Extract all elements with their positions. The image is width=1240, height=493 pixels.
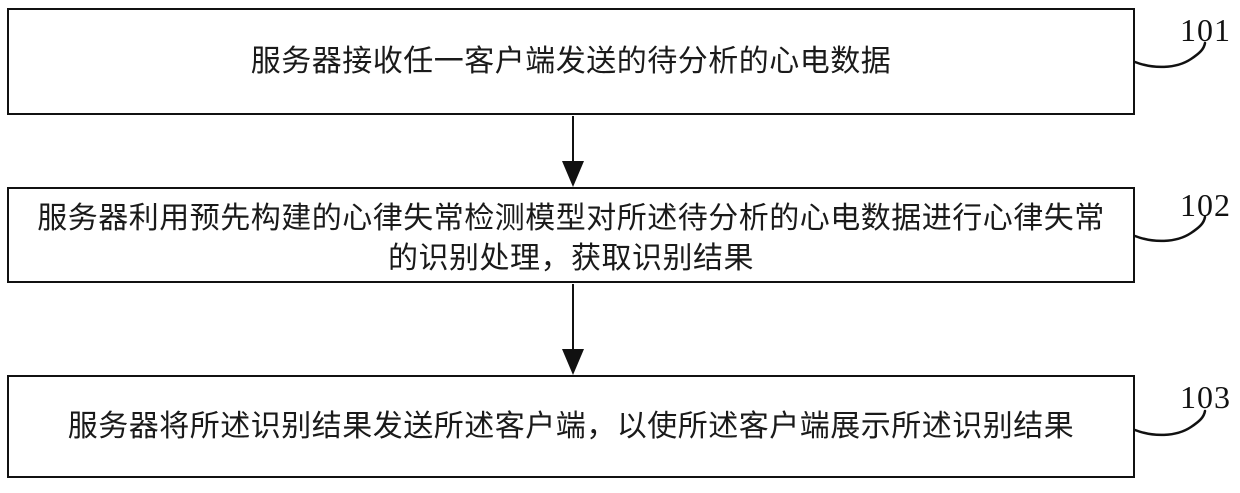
flow-step-detect-arrhythmia-box: 服务器利用预先构建的心律失常检测模型对所述待分析的心电数据进行心律失常 的识别处…: [7, 187, 1135, 283]
flow-step-detect-arrhythmia-text: 服务器利用预先构建的心律失常检测模型对所述待分析的心电数据进行心律失常 的识别处…: [9, 191, 1133, 279]
flow-step-send-result-box: 服务器将所述识别结果发送所述客户端，以使所述客户端展示所述识别结果: [7, 375, 1135, 478]
flow-step-receive-ecg-box: 服务器接收任一客户端发送的待分析的心电数据: [7, 8, 1135, 115]
flow-step-text-line: 服务器利用预先构建的心律失常检测模型对所述待分析的心电数据进行心律失常: [37, 202, 1105, 235]
step-number-101: 101: [1180, 12, 1231, 48]
flow-step-send-result-text: 服务器将所述识别结果发送所述客户端，以使所述客户端展示所述识别结果: [9, 407, 1133, 447]
arrow-step2-to-step3-icon: [562, 284, 584, 375]
flow-step-text-line: 服务器将所述识别结果发送所述客户端，以使所述客户端展示所述识别结果: [67, 409, 1075, 443]
flow-step-text-line: 服务器接收任一客户端发送的待分析的心电数据: [250, 44, 892, 78]
step-number-103: 103: [1180, 379, 1231, 415]
step-number-102: 102: [1180, 187, 1231, 223]
flow-step-text-line: 的识别处理，获取识别结果: [388, 242, 754, 275]
arrow-step1-to-step2-icon: [562, 116, 584, 187]
flow-step-receive-ecg-text: 服务器接收任一客户端发送的待分析的心电数据: [9, 42, 1133, 82]
